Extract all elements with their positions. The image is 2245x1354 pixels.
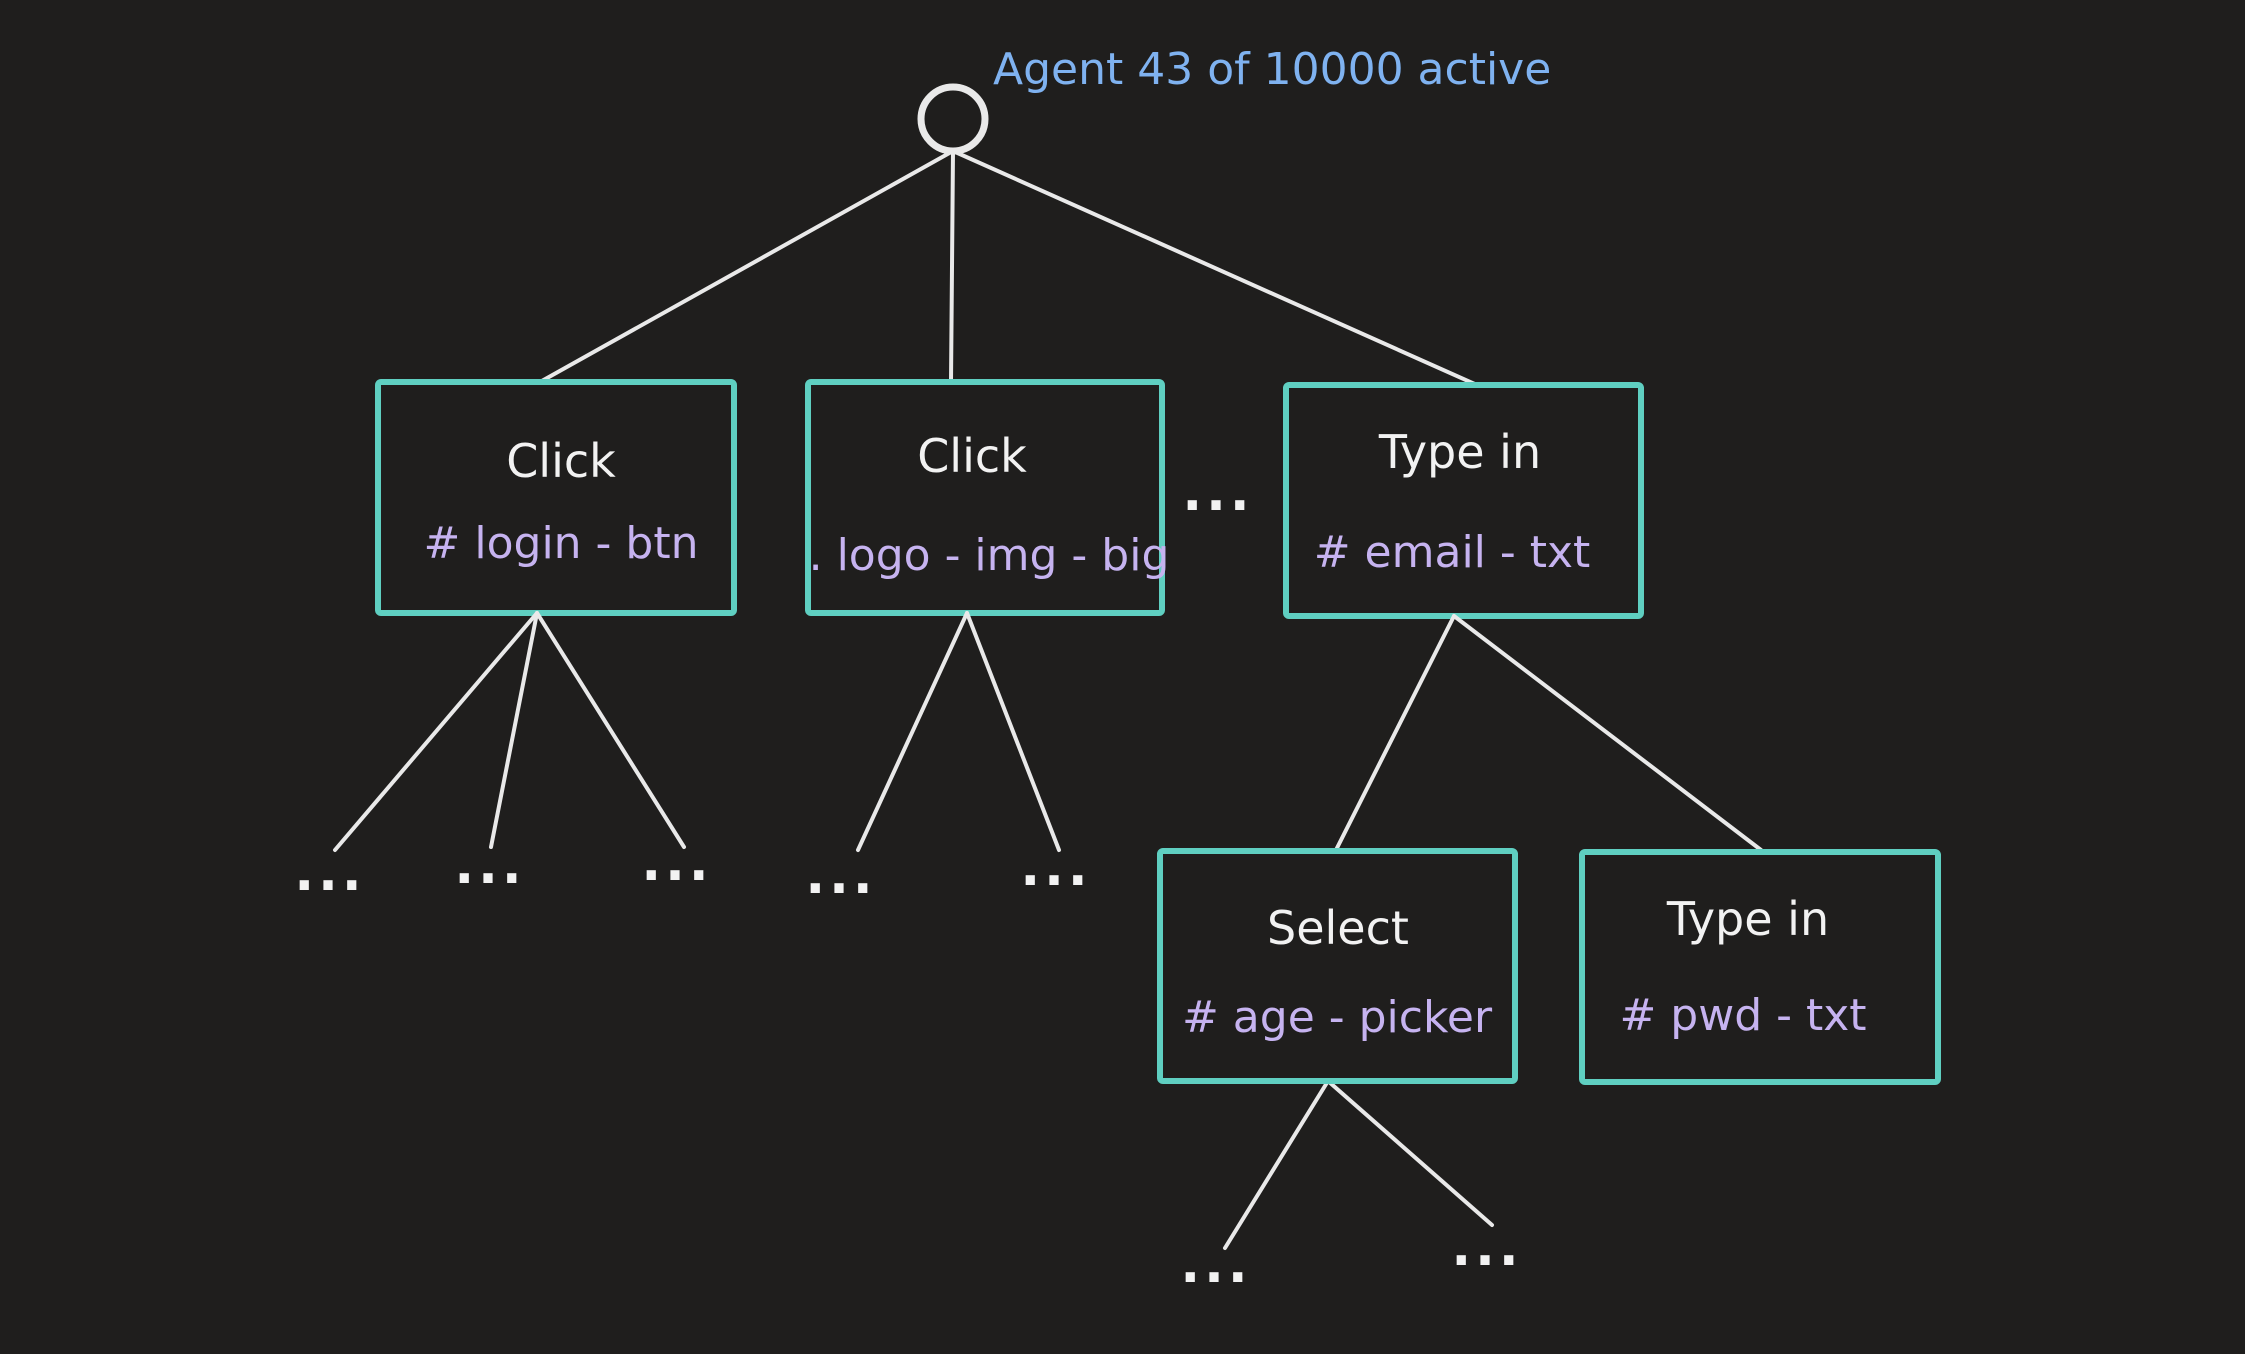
edge-root-type-email [951,149,1479,387]
leaf-ellipsis: ... [454,836,525,896]
edge-logo-child-1 [856,611,969,852]
sibling-ellipsis: ... [1182,463,1253,523]
node-click-login: Click # login - btn [375,379,737,616]
edge-email-select-age [1334,614,1456,852]
leaf-ellipsis: ... [1020,838,1091,898]
node-box [1283,382,1644,619]
node-selector: # pwd - txt [1619,990,1866,1041]
node-type-pwd: Type in # pwd - txt [1579,849,1941,1085]
node-selector: # login - btn [424,518,699,569]
node-selector: . logo - img - big [809,530,1170,581]
root-edges [538,149,1479,387]
node-click-logo: Click . logo - img - big [805,379,1170,616]
edge-login-child-3 [535,611,686,849]
edge-root-click-login [538,149,955,384]
edge-login-child-1 [333,611,539,852]
node-box [805,379,1165,616]
edge-age-child-2 [1326,1079,1494,1227]
node-box [375,379,737,616]
edge-login-child-2 [489,611,539,849]
leaf-ellipsis: ... [1180,1235,1251,1295]
node-type-email: Type in # email - txt [1283,382,1644,619]
node-action: Select [1267,901,1409,955]
node-box [1579,849,1941,1085]
node-action: Type in [1666,892,1829,946]
edge-root-click-logo [949,149,955,384]
node-action: Click [917,429,1027,483]
node-selector: # age - picker [1182,992,1493,1043]
child-edges [333,611,1763,1250]
root-node [917,83,989,155]
diagram-title: Agent 43 of 10000 active [993,44,1551,95]
node-action: Type in [1378,425,1541,479]
node-box [1157,848,1518,1084]
node-action: Click [506,434,616,488]
edge-age-child-1 [1223,1079,1330,1250]
node-select-age: Select # age - picker [1157,848,1518,1084]
leaf-ellipsis: ... [1451,1218,1522,1278]
leaf-ellipsis: ... [294,843,365,903]
leaf-ellipses: ... ... ... ... ... ... ... [294,833,1522,1295]
leaf-ellipsis: ... [805,846,876,906]
edge-logo-child-2 [965,611,1061,852]
edge-email-type-pwd [1452,614,1763,852]
leaf-ellipsis: ... [641,833,712,893]
node-selector: # email - txt [1314,527,1591,578]
